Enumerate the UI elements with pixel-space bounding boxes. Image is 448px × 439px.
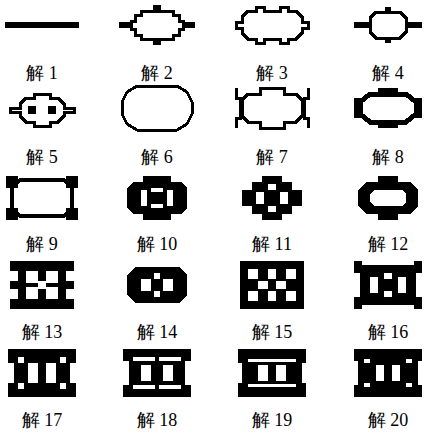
solution-label: 解 9 xyxy=(26,233,58,255)
solution-label: 解 20 xyxy=(368,409,409,431)
solution-label: 解 2 xyxy=(141,62,173,84)
solution-label: 解 3 xyxy=(256,62,288,84)
solution-shape xyxy=(119,5,195,45)
solution-shape xyxy=(10,261,74,309)
solution-label: 解 4 xyxy=(372,62,404,84)
solution-label: 解 12 xyxy=(368,233,409,255)
solution-label: 解 10 xyxy=(137,233,178,255)
solution-shape xyxy=(5,22,79,28)
solution-label: 解 16 xyxy=(368,321,409,343)
solution-label: 解 17 xyxy=(22,409,63,431)
solution-label: 解 8 xyxy=(372,146,404,168)
solution-shape xyxy=(6,176,78,220)
solution-shape xyxy=(240,261,304,309)
solution-label: 解 14 xyxy=(137,321,178,343)
solution-shape xyxy=(354,349,422,397)
solution-shape xyxy=(127,176,187,220)
solution-shape xyxy=(10,94,74,126)
solution-shape xyxy=(354,261,422,309)
solution-label: 解 5 xyxy=(26,146,58,168)
solution-label: 解 18 xyxy=(137,409,178,431)
solution-shape xyxy=(236,7,308,43)
solution-shape xyxy=(238,349,306,397)
solution-label: 解 1 xyxy=(26,62,58,84)
solution-shape xyxy=(122,86,192,130)
solution-shape xyxy=(354,7,422,43)
solution-label: 解 11 xyxy=(252,233,292,255)
solution-label: 解 7 xyxy=(256,146,288,168)
solution-shape xyxy=(127,267,187,303)
solution-label: 解 19 xyxy=(252,409,293,431)
solution-shape xyxy=(236,88,308,128)
solution-label: 解 15 xyxy=(252,321,293,343)
solution-label: 解 6 xyxy=(141,146,173,168)
solution-shape xyxy=(123,349,191,397)
solution-shape xyxy=(8,349,76,397)
solution-label: 解 13 xyxy=(22,321,63,343)
solution-shape xyxy=(358,176,418,220)
solution-shape xyxy=(242,176,302,220)
solution-shape xyxy=(354,88,422,128)
